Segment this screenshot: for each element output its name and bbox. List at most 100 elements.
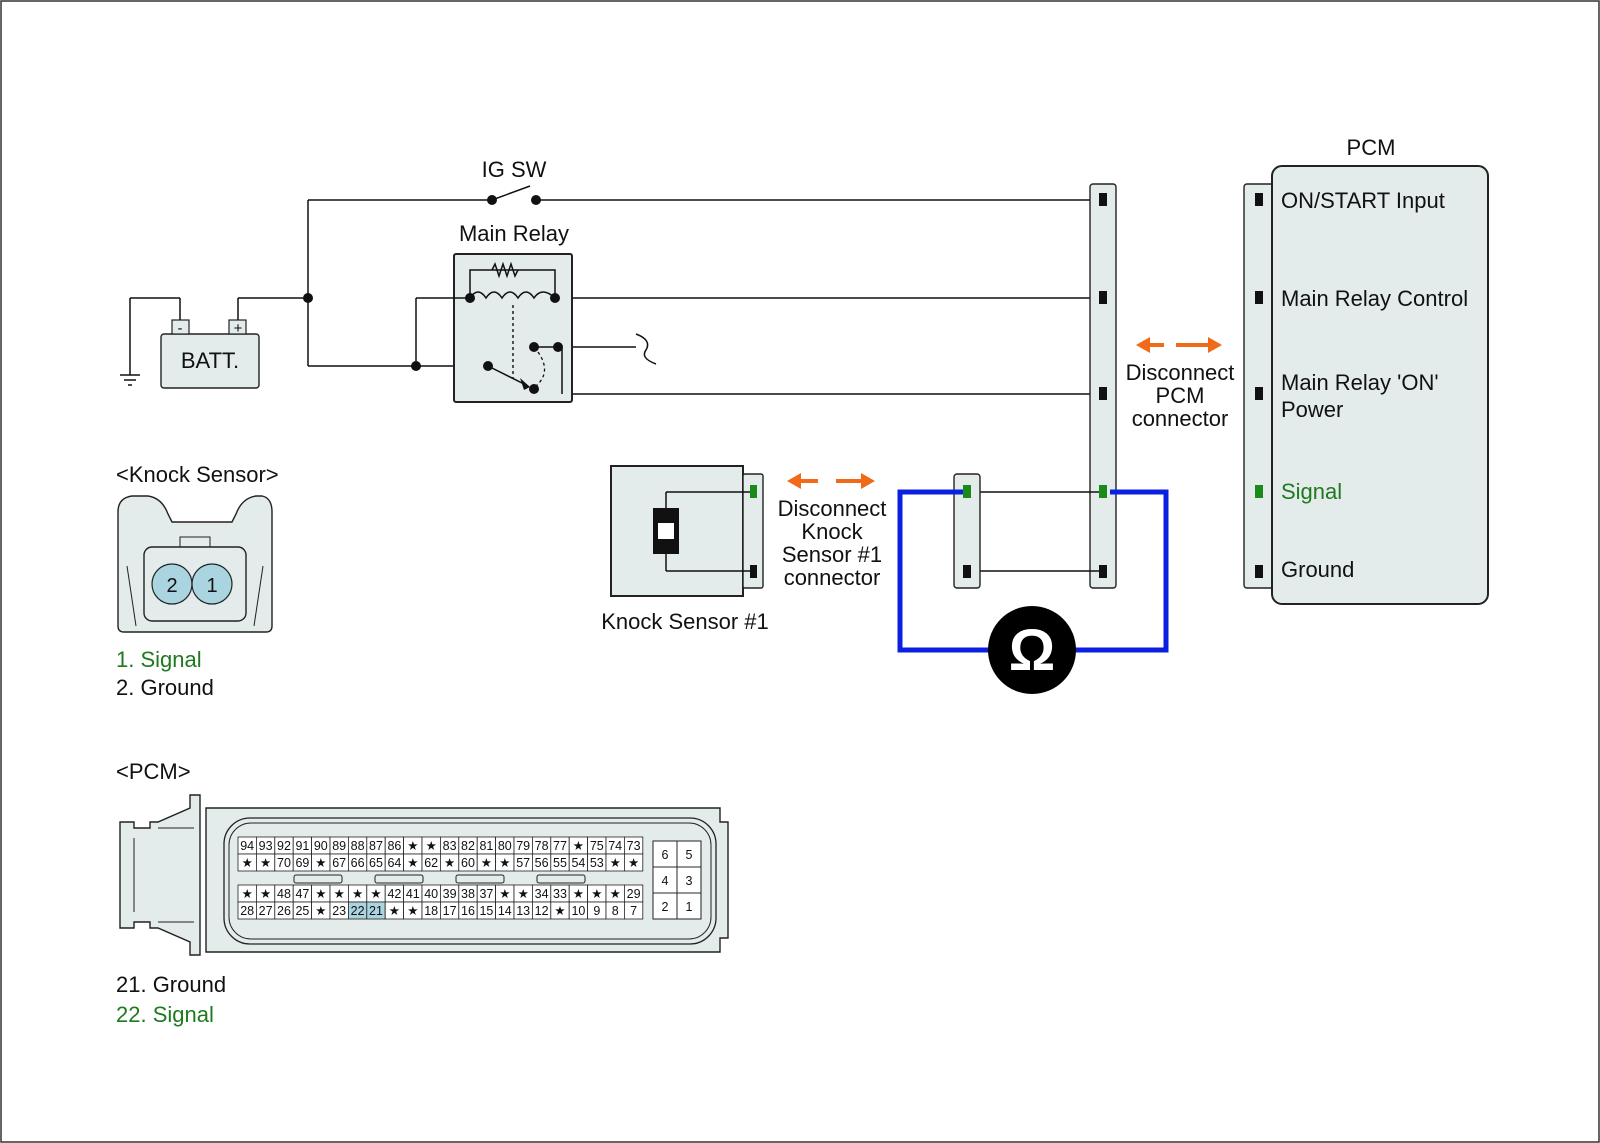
pcm-pin-number: 13	[516, 904, 530, 918]
pcm-pin-number: 48	[277, 887, 291, 901]
main-relay-label: Main Relay	[459, 221, 569, 246]
knock-legend-ground: 2. Ground	[116, 675, 214, 700]
pcm-pin-signal: Signal	[1281, 479, 1342, 504]
pcm-pin-number: 82	[461, 839, 475, 853]
pcm-pin-number: 94	[240, 839, 254, 853]
pcm-pin-number: 74	[608, 839, 622, 853]
pcm-pin-number: 33	[553, 887, 567, 901]
pcm-pin-number: ★	[260, 856, 271, 870]
pcm-pin-cell	[624, 901, 644, 920]
ig-sw-label: IG SW	[482, 157, 547, 182]
knock-pin-1: 1	[206, 575, 217, 597]
pcm-pin-number: ★	[315, 904, 326, 918]
pcm-pin-number: 40	[424, 887, 438, 901]
pcm-pin-number: ★	[407, 839, 418, 853]
pcm-pin-number: ★	[444, 856, 455, 870]
pcm-pin-number: 8	[612, 904, 619, 918]
pcm-pin-number: ★	[499, 887, 510, 901]
pcm-pin-number: 34	[535, 887, 549, 901]
pcm-pin-number: 14	[498, 904, 512, 918]
pcm-pin-number: ★	[242, 887, 253, 901]
disconnect-pcm-line2: PCM	[1156, 383, 1205, 408]
pcm-pin-number: 15	[479, 904, 493, 918]
pcm-pin-number: 91	[295, 839, 309, 853]
pcm-small-pin-number: 3	[686, 874, 693, 888]
pcm-pin-number: 66	[351, 856, 365, 870]
pcm-pin-number: 54	[571, 856, 585, 870]
pcm-pin-number: 83	[443, 839, 457, 853]
pcm-title: PCM	[1347, 135, 1396, 160]
battery-label: BATT.	[181, 348, 239, 373]
pcm-pin-number: 10	[571, 904, 585, 918]
pcm-pin-number: ★	[407, 904, 418, 918]
pcm-pin-number: 25	[295, 904, 309, 918]
pcm-pin-number: 55	[553, 856, 567, 870]
pcm-pin-number: 78	[535, 839, 549, 853]
pcm-pin-number: 18	[424, 904, 438, 918]
pcm-pin-number: 53	[590, 856, 604, 870]
battery: - + BATT.	[160, 298, 260, 389]
pcm-pin-number: 57	[516, 856, 530, 870]
pcm-pin-ground: Ground	[1281, 557, 1354, 582]
pcm-pin-number: ★	[628, 856, 639, 870]
knock-sensor-title: <Knock Sensor>	[116, 462, 279, 487]
battery-minus-label: -	[178, 320, 183, 337]
pcm-pin-number: 79	[516, 839, 530, 853]
pcm-pin-number: 75	[590, 839, 604, 853]
pcm-pin-number: 28	[240, 904, 254, 918]
pcm-pin-on-start: ON/START Input	[1281, 188, 1445, 213]
pcm-pin-number: ★	[426, 839, 437, 853]
disconnect-pcm-line3: connector	[1132, 406, 1229, 431]
pcm-pin-number: 65	[369, 856, 383, 870]
pcm-pin-number: 80	[498, 839, 512, 853]
pcm-pin-number: 38	[461, 887, 475, 901]
main-relay: Main Relay	[411, 221, 573, 403]
pcm-pin-number: ★	[407, 856, 418, 870]
pcm-small-pin-number: 5	[686, 848, 693, 862]
ignition-switch: IG SW	[482, 157, 547, 205]
disconnect-knock-line1: Disconnect	[778, 496, 887, 521]
pcm-pin-main-relay-control: Main Relay Control	[1281, 286, 1468, 311]
pcm-pin-number: ★	[315, 856, 326, 870]
pcm-pin-number: 64	[387, 856, 401, 870]
pcm-pin-number: ★	[610, 887, 621, 901]
pcm-pin-number: ★	[573, 887, 584, 901]
pcm-pin-main-relay-on-power-line2: Power	[1281, 397, 1343, 422]
pcm-pin-number: 17	[443, 904, 457, 918]
pcm-pin-number: 26	[277, 904, 291, 918]
pcm-pin-number: 37	[479, 887, 493, 901]
pcm-pin-number: ★	[591, 887, 602, 901]
pcm-small-pin-number: 1	[686, 900, 693, 914]
pcm-pin-number: 23	[332, 904, 346, 918]
pcm-pin-number: 90	[314, 839, 328, 853]
pcm-pin-cell	[624, 853, 644, 872]
pcm-legend-signal: 22. Signal	[116, 1002, 214, 1027]
pcm-pin-main-relay-on-power-line1: Main Relay 'ON'	[1281, 370, 1439, 395]
pcm-pin-number: 60	[461, 856, 475, 870]
pcm-pin-number: 12	[535, 904, 549, 918]
pcm-small-pin-cell	[676, 892, 702, 920]
pcm-pin-number: ★	[370, 887, 381, 901]
pcm-pin-number: 29	[627, 887, 641, 901]
pcm-pin-number: 69	[295, 856, 309, 870]
pcm-pin-number: 89	[332, 839, 346, 853]
pcm-pin-number: 92	[277, 839, 291, 853]
pcm-pin-number: ★	[481, 856, 492, 870]
knock-harness-connector	[953, 473, 1103, 589]
pcm-legend-ground: 21. Ground	[116, 972, 226, 997]
pcm-pin-number: 93	[259, 839, 273, 853]
pcm-pin-number: 73	[627, 839, 641, 853]
pcm-pin-number: 81	[479, 839, 493, 853]
power-wiring	[120, 199, 1103, 395]
disconnect-knock-line3: Sensor #1	[782, 542, 882, 567]
knock-sensor-1: Knock Sensor #1	[601, 465, 769, 634]
pcm-connector-title: <PCM>	[116, 759, 191, 784]
pcm-small-pin-number: 4	[662, 874, 669, 888]
pcm-pin-number: ★	[499, 856, 510, 870]
pcm-pin-number: 56	[535, 856, 549, 870]
pcm-pin-number: ★	[334, 887, 345, 901]
pcm-unit: PCM ON/START Input Main Relay Control Ma…	[1243, 135, 1489, 605]
